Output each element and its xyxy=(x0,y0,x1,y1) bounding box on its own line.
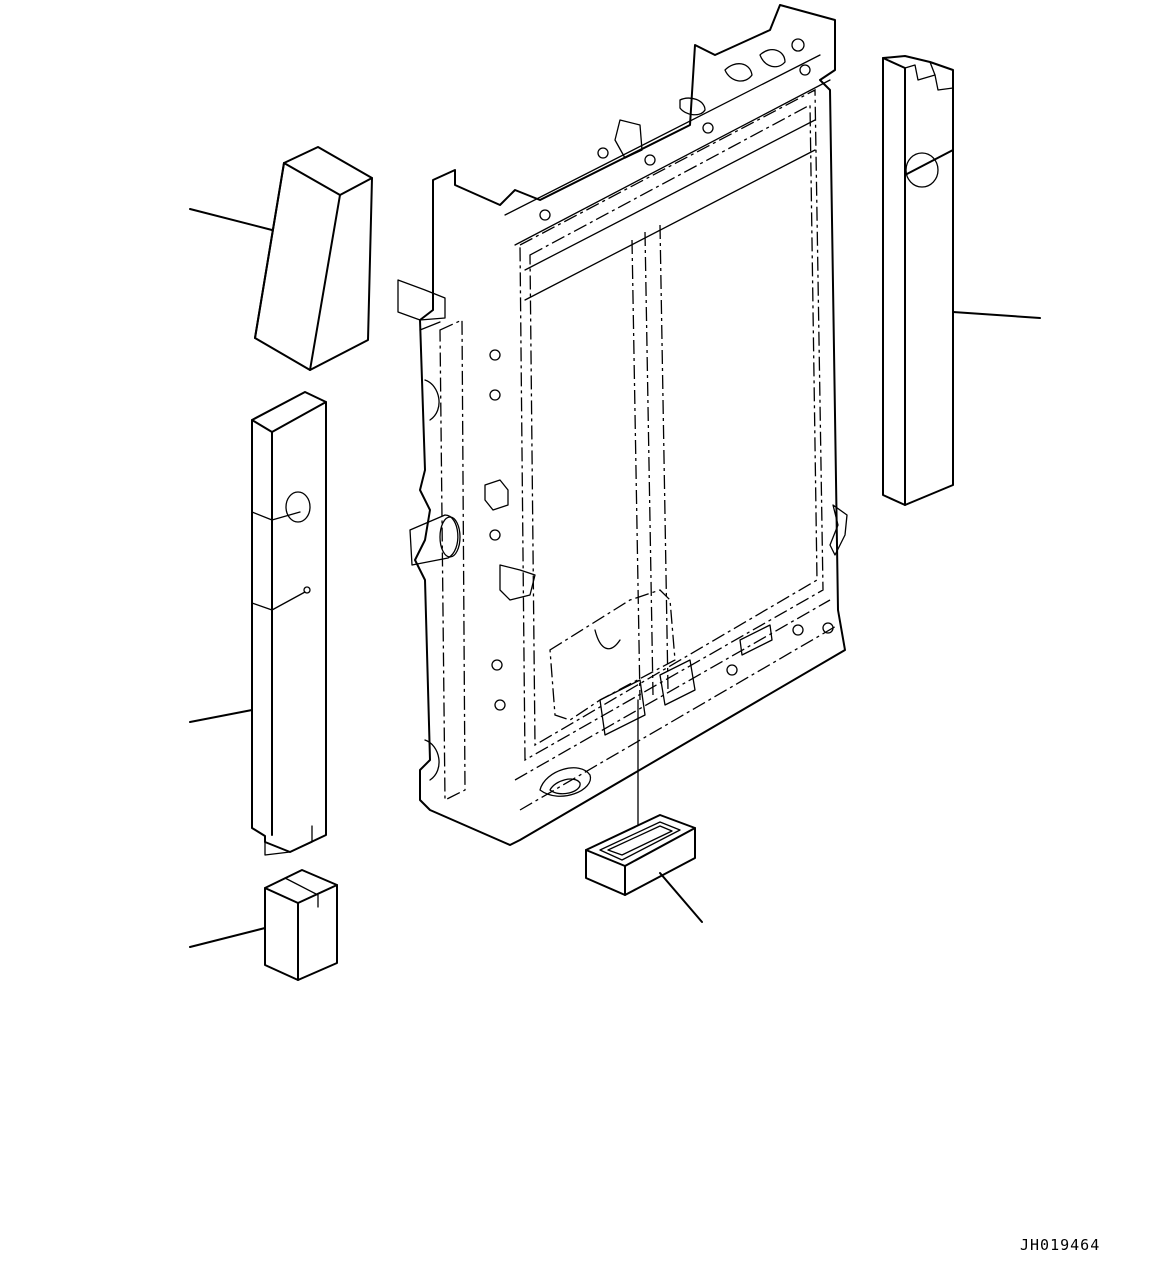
radiator-frame xyxy=(397,4,848,846)
wedge-foam-block xyxy=(189,146,373,371)
leader-line-wedge xyxy=(189,208,273,231)
leader-line-right-strip xyxy=(952,311,1041,319)
drawing-reference-code: JH019464 xyxy=(1020,1236,1101,1254)
rectangular-foam-ring xyxy=(585,814,703,923)
leader-line-left-strip xyxy=(189,709,253,723)
right-tall-foam-strip xyxy=(882,55,1041,506)
leader-line-square-block xyxy=(189,927,266,948)
small-square-foam-block xyxy=(189,869,338,981)
left-tall-foam-strip xyxy=(189,391,327,856)
leader-line-foam-ring xyxy=(659,872,703,923)
